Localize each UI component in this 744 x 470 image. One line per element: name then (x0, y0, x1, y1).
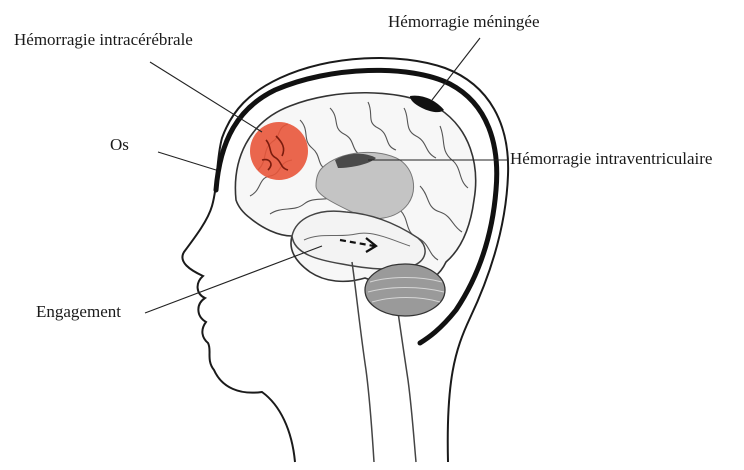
label-bone: Os (110, 136, 129, 153)
leader-intracerebral (150, 62, 262, 132)
label-meningeal-hemorrhage: Hémorragie méningée (388, 13, 540, 30)
leader-meningeal (432, 38, 480, 100)
intracerebral-hemorrhage (250, 122, 308, 180)
cerebellum (365, 264, 445, 316)
label-engagement: Engagement (36, 303, 121, 320)
label-intracerebral-hemorrhage: Hémorragie intracérébrale (14, 31, 193, 48)
leader-engagement (145, 246, 322, 313)
label-intraventricular-hemorrhage: Hémorragie intraventriculaire (510, 150, 712, 167)
leader-bone (158, 152, 216, 170)
